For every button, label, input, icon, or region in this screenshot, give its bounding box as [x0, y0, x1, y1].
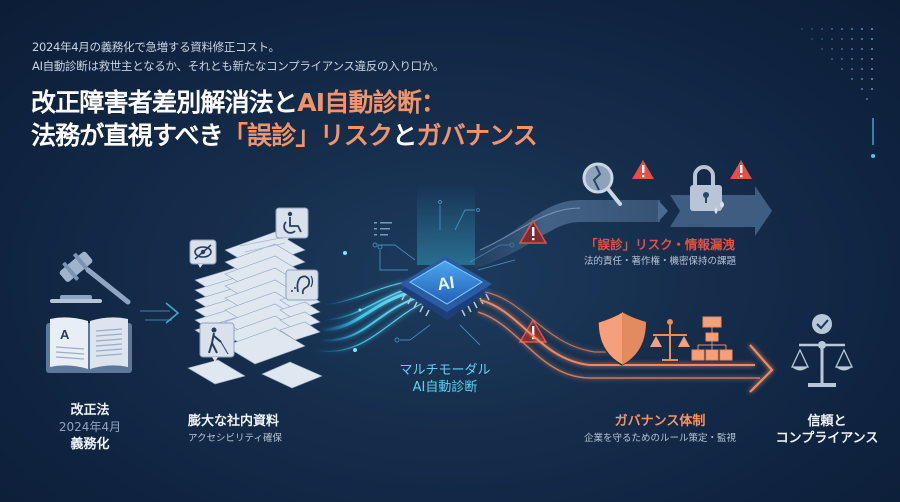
- title-part: と: [392, 121, 417, 150]
- blind-person-icon: [199, 322, 235, 362]
- title-part: 改正障害者差別解消法と: [31, 88, 298, 117]
- ai-title-line2: AI自動診断: [412, 380, 478, 395]
- law-subtitle: 義務化: [70, 437, 110, 452]
- title-accent: ガバナンス: [416, 121, 537, 150]
- ai-label: マルチモーダル AI自動診断: [370, 362, 520, 396]
- trust-label: 信頼と コンプライアンス: [772, 413, 882, 447]
- svg-text:AI: AI: [436, 273, 455, 294]
- governance-subtitle: 企業を守るためのルール策定・監視: [583, 433, 736, 444]
- governance-arrow: [477, 291, 774, 393]
- law-title: 改正法: [70, 403, 110, 418]
- eye-slash-icon: [189, 239, 217, 268]
- svg-text:A: A: [60, 327, 70, 342]
- documents-label: 膨大な社内資料 アクセシビリティ確保: [188, 413, 328, 446]
- warning-icon: [518, 160, 752, 343]
- wheelchair-icon: [275, 207, 309, 243]
- gavel-icon: [50, 251, 131, 305]
- risk-subtitle: 法的責任・著作権・機密保持の課題: [583, 256, 736, 267]
- title-accent: 「誤診」リスク: [222, 121, 393, 150]
- org-chart-icon: [691, 316, 733, 361]
- ai-title-line1: マルチモーダル: [399, 363, 491, 378]
- page-title: 改正障害者差別解消法とAI自動診断： 法務が直視すべき「誤診」リスクとガバナンス: [31, 86, 538, 152]
- book-icon: A: [46, 317, 132, 373]
- ai-chip-icon: AI: [400, 256, 492, 320]
- subtitle-line-2: AI自動診断は救世主となるか、それとも新たなコンプライアンス違反の入り口か。: [32, 59, 445, 73]
- scales-icon: [650, 319, 690, 361]
- documents-title: 膨大な社内資料: [188, 414, 280, 429]
- documents-subtitle: アクセシビリティ確保: [188, 433, 282, 444]
- trust-title-line2: コンプライアンス: [775, 431, 879, 446]
- hearing-icon: [285, 269, 319, 301]
- trust-title-line1: 信頼と: [807, 414, 847, 429]
- shield-icon: [597, 311, 647, 366]
- risk-label: 「誤診」リスク・情報漏洩 法的責任・著作権・機密保持の課題: [560, 236, 760, 269]
- scales-check-icon: [790, 314, 854, 387]
- governance-label: ガバナンス体制 企業を守るためのルール策定・監視: [560, 413, 760, 446]
- title-part: 法務が直視すべき: [31, 121, 224, 150]
- subtitle-line-1: 2024年4月の義務化で急増する資料修正コスト。: [32, 40, 280, 54]
- light-beam: [417, 185, 475, 265]
- law-date: 2024年4月: [58, 420, 122, 434]
- arrow-right-icon: [140, 302, 180, 324]
- risk-title: 「誤診」リスク・情報漏洩: [585, 237, 735, 252]
- leaking-lock-icon: [690, 165, 724, 214]
- governance-title: ガバナンス体制: [614, 414, 706, 429]
- law-label: 改正法 2024年4月 義務化: [40, 402, 140, 453]
- subtitle: 2024年4月の義務化で急増する資料修正コスト。 AI自動診断は救世主となるか、…: [32, 38, 444, 76]
- decorative-dots-icon: [801, 28, 875, 158]
- title-accent: AI自動診断：: [297, 88, 446, 117]
- broken-magnifier-icon: [582, 162, 622, 206]
